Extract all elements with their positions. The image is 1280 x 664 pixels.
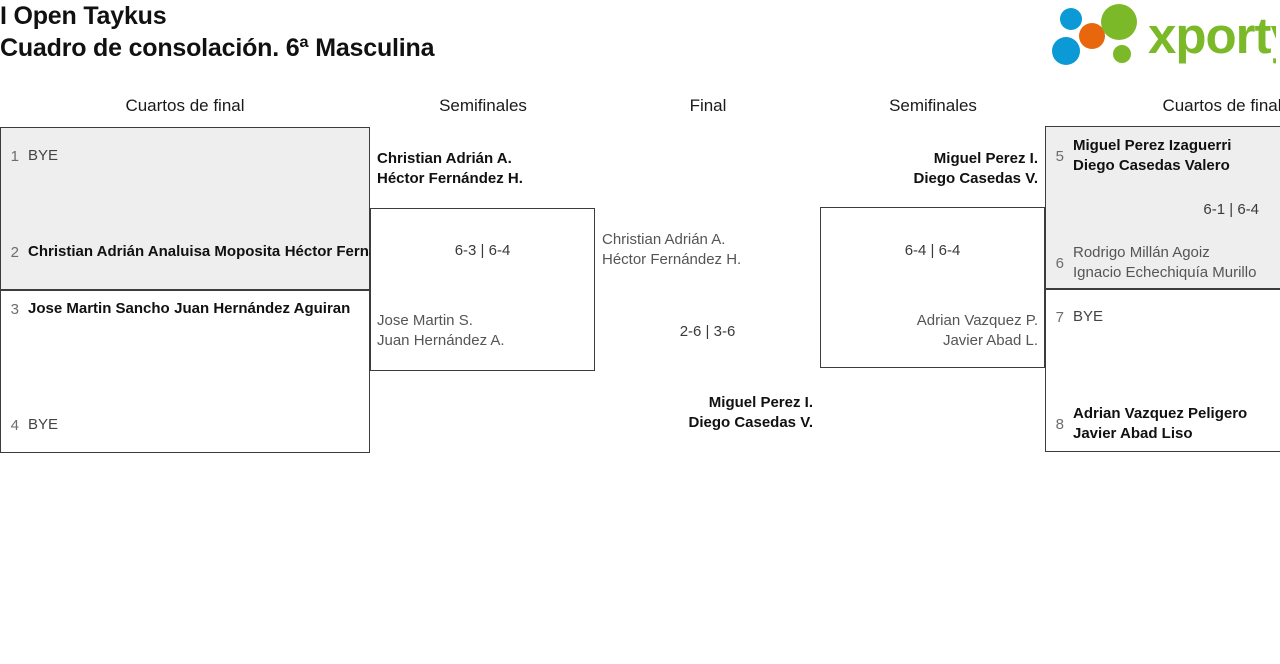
player-names: BYE xyxy=(28,147,59,164)
logo-dots-icon xyxy=(1052,4,1137,65)
match-box-right-qf-2[interactable] xyxy=(1045,289,1280,452)
left-semifinal-loser[interactable]: Jose Martin S. Juan Hernández A. xyxy=(377,312,505,349)
seed-number: 1 xyxy=(10,147,19,165)
player-names: Rodrigo Millán Agoiz Ignacio Echechiquía… xyxy=(1073,244,1257,281)
final-loser[interactable]: Christian Adrián A. Héctor Fernández H. xyxy=(602,231,742,268)
player-names: Jose Martin Sancho Juan Hernández Aguira… xyxy=(28,300,351,317)
player-names: Miguel Perez Izaguerri Diego Casedas Val… xyxy=(1073,137,1232,174)
player-entry-seed-5[interactable]: 5 Miguel Perez Izaguerri Diego Casedas V… xyxy=(1053,136,1280,176)
seed-number: 7 xyxy=(1055,308,1064,326)
match-box-left-qf-2[interactable] xyxy=(0,290,370,453)
round-header-right-quarterfinals: Cuartos de final xyxy=(1162,96,1280,115)
seed-number: 3 xyxy=(10,300,19,318)
match-box-right-semifinal[interactable] xyxy=(820,207,1045,368)
right-qf-1-score: 6-1 | 6-4 xyxy=(1203,201,1259,218)
match-box-right-qf-1[interactable] xyxy=(1045,126,1280,289)
player-entry-seed-3[interactable]: 3 Jose Martin Sancho Juan Hernández Agui… xyxy=(8,299,351,319)
player-names: Adrian Vazquez Peligero Javier Abad Liso xyxy=(1073,405,1248,442)
match-box-left-semifinal[interactable] xyxy=(370,208,595,371)
seed-number: 8 xyxy=(1055,415,1064,433)
round-header-final: Final xyxy=(689,96,727,115)
round-header-left-semifinals: Semifinales xyxy=(439,96,527,115)
player-entry-seed-1[interactable]: 1 BYE xyxy=(8,146,58,166)
player-names: BYE xyxy=(1073,308,1104,325)
player-entry-seed-8[interactable]: 8 Adrian Vazquez Peligero Javier Abad Li… xyxy=(1053,404,1280,444)
bracket-subtitle: Cuadro de consolación. 6ª Masculina xyxy=(0,34,435,62)
final-score: 2-6 | 3-6 xyxy=(679,323,736,340)
right-semifinal-score: 6-4 | 6-4 xyxy=(904,242,961,259)
player-entry-seed-4[interactable]: 4 BYE xyxy=(8,415,58,435)
right-semifinal-winner[interactable]: Miguel Perez I. Diego Casedas V. xyxy=(913,150,1038,187)
tournament-name: I Open Taykus xyxy=(0,2,167,30)
svg-text:xporty: xporty xyxy=(1148,7,1276,64)
round-header-left-quarterfinals: Cuartos de final xyxy=(125,96,245,115)
match-box-left-qf-1[interactable] xyxy=(0,127,370,290)
seed-number: 6 xyxy=(1055,254,1064,272)
player-entry-seed-6[interactable]: 6 Rodrigo Millán Agoiz Ignacio Echechiqu… xyxy=(1053,243,1280,283)
seed-number: 4 xyxy=(10,416,19,434)
page-title: I Open Taykus Cuadro de consolación. 6ª … xyxy=(0,0,760,64)
left-semifinal-score: 6-3 | 6-4 xyxy=(454,242,511,259)
final-winner-champion[interactable]: Miguel Perez I. Diego Casedas V. xyxy=(688,394,813,431)
left-semifinal-winner[interactable]: Christian Adrián A. Héctor Fernández H. xyxy=(377,150,523,187)
round-header-right-semifinals: Semifinales xyxy=(889,96,977,115)
xporty-logo[interactable]: xporty xyxy=(1044,4,1276,66)
seed-number: 2 xyxy=(10,243,19,261)
right-semifinal-loser[interactable]: Adrian Vazquez P. Javier Abad L. xyxy=(916,312,1038,349)
player-entry-seed-7[interactable]: 7 BYE xyxy=(1053,307,1103,327)
seed-number: 5 xyxy=(1055,147,1064,165)
player-names: BYE xyxy=(28,416,59,433)
